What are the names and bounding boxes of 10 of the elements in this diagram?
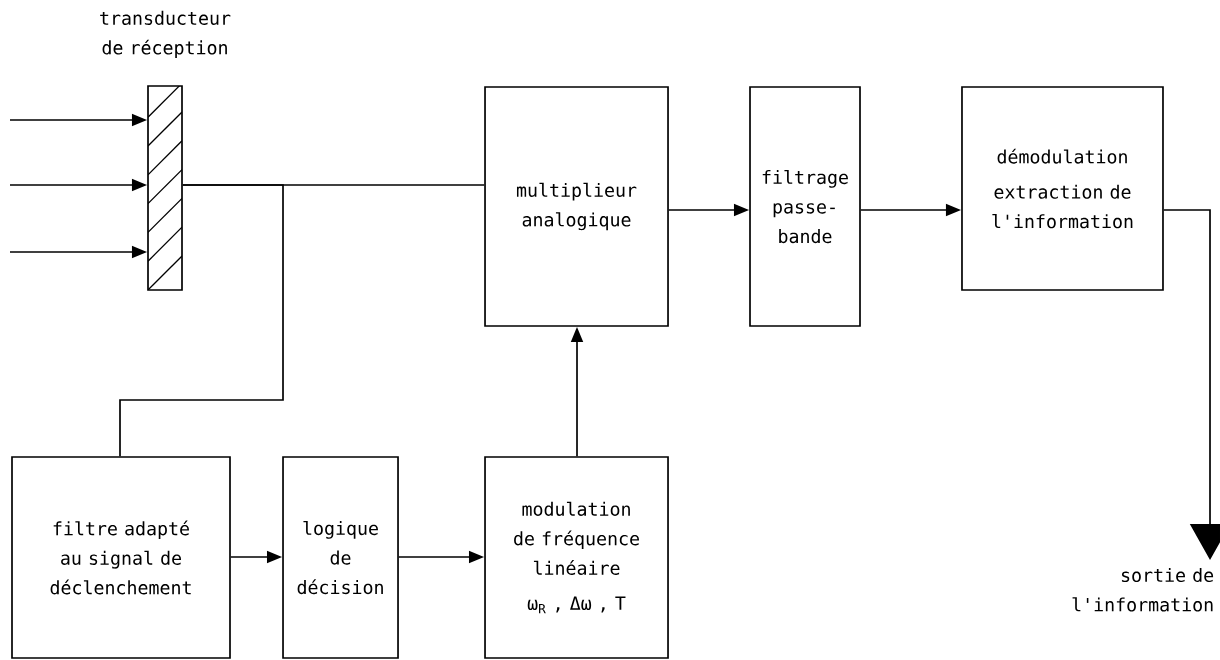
arrow xyxy=(1163,209,1220,560)
node-label: transducteur de réception xyxy=(100,10,231,59)
process-box: multiplieur analogique xyxy=(484,86,669,327)
process-box: modulation de fréquence linéaire ω$_{R}$ , Δω , T xyxy=(484,456,669,659)
process-box: démodulation extraction de l'information xyxy=(961,86,1164,291)
output-label: sortie de l'information xyxy=(1072,567,1214,612)
hatched-transducer xyxy=(147,85,183,291)
process-box: filtrage passe-bande xyxy=(749,86,861,327)
process-box: filtre adapté au signal de déclenchement xyxy=(11,456,231,659)
process-box: logique de décision xyxy=(282,456,399,659)
